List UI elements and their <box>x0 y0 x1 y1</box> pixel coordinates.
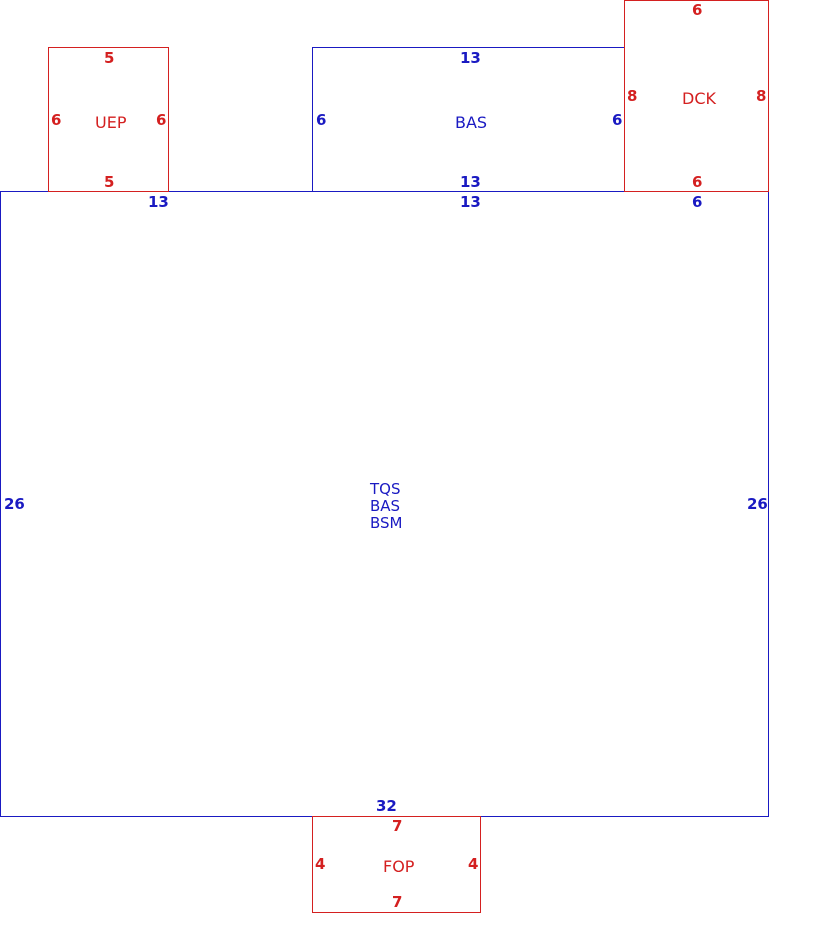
main-top-left-dimension: 13 <box>148 193 169 211</box>
bas-right-dimension: 6 <box>612 111 623 129</box>
uep-code: UEP <box>95 113 127 132</box>
main-code-2: BAS <box>370 497 401 515</box>
dck-right-dimension: 8 <box>756 87 767 105</box>
fop-section <box>312 816 481 913</box>
dck-section <box>624 0 769 192</box>
bas-left-dimension: 6 <box>316 111 327 129</box>
main-code-3: BSM <box>370 514 403 532</box>
dck-left-dimension: 8 <box>627 87 638 105</box>
fop-code: FOP <box>383 857 415 876</box>
uep-section <box>48 47 169 192</box>
fop-top-dimension: 7 <box>392 817 403 835</box>
bas-section-code: BAS <box>455 113 488 132</box>
fop-left-dimension: 4 <box>315 855 326 873</box>
bas-bottom-dimension: 13 <box>460 173 481 191</box>
uep-left-dimension: 6 <box>51 111 62 129</box>
uep-right-dimension: 6 <box>156 111 167 129</box>
main-top-mid-dimension: 13 <box>460 193 481 211</box>
main-structure-codes: TQS BAS BSM <box>370 481 403 532</box>
uep-bottom-dimension: 5 <box>104 173 115 191</box>
fop-bottom-dimension: 7 <box>392 893 403 911</box>
fop-right-dimension: 4 <box>468 855 479 873</box>
bas-top-dimension: 13 <box>460 49 481 67</box>
main-top-right-dimension: 6 <box>692 193 703 211</box>
main-code-1: TQS <box>370 480 401 498</box>
main-bottom-dimension: 32 <box>376 797 397 815</box>
main-left-dimension: 26 <box>4 495 25 513</box>
dck-code: DCK <box>682 89 716 108</box>
main-right-dimension: 26 <box>747 495 768 513</box>
uep-top-dimension: 5 <box>104 49 115 67</box>
dck-top-dimension: 6 <box>692 1 703 19</box>
dck-bottom-dimension: 6 <box>692 173 703 191</box>
